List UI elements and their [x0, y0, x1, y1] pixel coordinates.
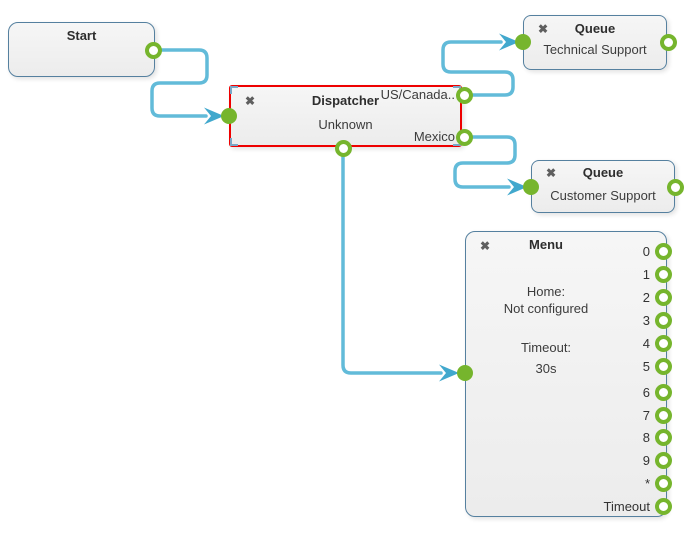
output-port-3[interactable] — [655, 312, 672, 329]
menu-input-port[interactable] — [457, 365, 473, 381]
output-port-5[interactable] — [655, 358, 672, 375]
selection-corner-icon — [230, 86, 238, 94]
selection-corner-icon — [230, 138, 238, 146]
menu-port-label-2: 2 — [642, 290, 650, 305]
menu-home-label: Home: — [526, 284, 566, 299]
queue-technical-output-port[interactable] — [660, 34, 677, 51]
node-dispatcher-title: Dispatcher — [311, 93, 380, 108]
dispatcher-output-port-uscanada[interactable] — [456, 87, 473, 104]
arrowhead-dispatcher-to-menu — [439, 364, 459, 382]
menu-port-label-0: 0 — [642, 244, 650, 259]
menu-port-label-7: 7 — [642, 408, 650, 423]
menu-port-label-8: 8 — [642, 430, 650, 445]
output-port-star[interactable] — [655, 475, 672, 492]
output-label-uscanada: US/Canada.. — [380, 87, 455, 102]
output-port-7[interactable] — [655, 407, 672, 424]
node-queue-ts-title: Queue — [574, 21, 616, 36]
menu-port-label-5: 5 — [642, 359, 650, 374]
output-port-2[interactable] — [655, 289, 672, 306]
connector-dispatcher-to-menu[interactable] — [341, 146, 443, 375]
close-icon[interactable]: ✖ — [245, 94, 256, 108]
node-queue-ts-subtitle: Technical Support — [543, 42, 647, 57]
output-port-9[interactable] — [655, 452, 672, 469]
node-menu[interactable]: ✖ Menu Home: Not configured Timeout: 30s… — [465, 231, 672, 517]
menu-port-label-1: 1 — [642, 267, 650, 282]
menu-port-label-9: 9 — [642, 453, 650, 468]
menu-timeout-value: 30s — [535, 361, 557, 376]
connector-start-to-dispatcher[interactable] — [150, 48, 209, 118]
dispatcher-output-port-bottom[interactable] — [335, 140, 352, 157]
queue-technical-input-port[interactable] — [515, 34, 531, 50]
node-menu-title: Menu — [529, 237, 563, 252]
node-dispatcher[interactable]: ✖ Dispatcher Unknown US/Canada.. Mexico — [229, 85, 462, 147]
connector-mexico-to-queue-customer[interactable] — [453, 135, 517, 189]
arrowhead-start-to-dispatcher — [204, 107, 224, 125]
output-port-1[interactable] — [655, 266, 672, 283]
output-label-mexico: Mexico — [413, 129, 455, 144]
node-queue-technical-support[interactable]: ✖ Queue Technical Support — [523, 15, 667, 70]
close-icon[interactable]: ✖ — [538, 22, 549, 36]
output-port-6[interactable] — [655, 384, 672, 401]
output-port-0[interactable] — [655, 243, 672, 260]
arrowhead-uscanada-to-queue-technical — [499, 33, 519, 51]
close-icon[interactable]: ✖ — [480, 239, 491, 253]
dispatcher-output-port-mexico[interactable] — [456, 129, 473, 146]
node-start[interactable]: Start — [8, 22, 155, 77]
dispatcher-input-port[interactable] — [221, 108, 237, 124]
menu-port-label-4: 4 — [642, 336, 650, 351]
output-port-8[interactable] — [655, 429, 672, 446]
menu-port-label-star: * — [644, 476, 650, 491]
close-icon[interactable]: ✖ — [546, 166, 557, 180]
connector-uscanada-to-queue-technical[interactable] — [441, 40, 515, 97]
node-queue-customer-support[interactable]: ✖ Queue Customer Support — [531, 160, 675, 213]
output-port-timeout[interactable] — [655, 498, 672, 515]
arrowhead-mexico-to-queue-customer — [507, 178, 527, 196]
output-port-4[interactable] — [655, 335, 672, 352]
menu-port-label-6: 6 — [642, 385, 650, 400]
menu-port-label-timeout: Timeout — [603, 499, 650, 514]
menu-timeout-label: Timeout: — [520, 340, 572, 355]
queue-customer-output-port[interactable] — [667, 179, 684, 196]
start-output-port[interactable] — [145, 42, 162, 59]
node-queue-cs-subtitle: Customer Support — [550, 188, 656, 203]
node-queue-cs-title: Queue — [582, 165, 624, 180]
node-dispatcher-subtitle: Unknown — [318, 117, 373, 132]
node-start-title: Start — [66, 28, 97, 43]
menu-port-label-3: 3 — [642, 313, 650, 328]
menu-home-value: Not configured — [503, 301, 589, 316]
queue-customer-input-port[interactable] — [523, 179, 539, 195]
